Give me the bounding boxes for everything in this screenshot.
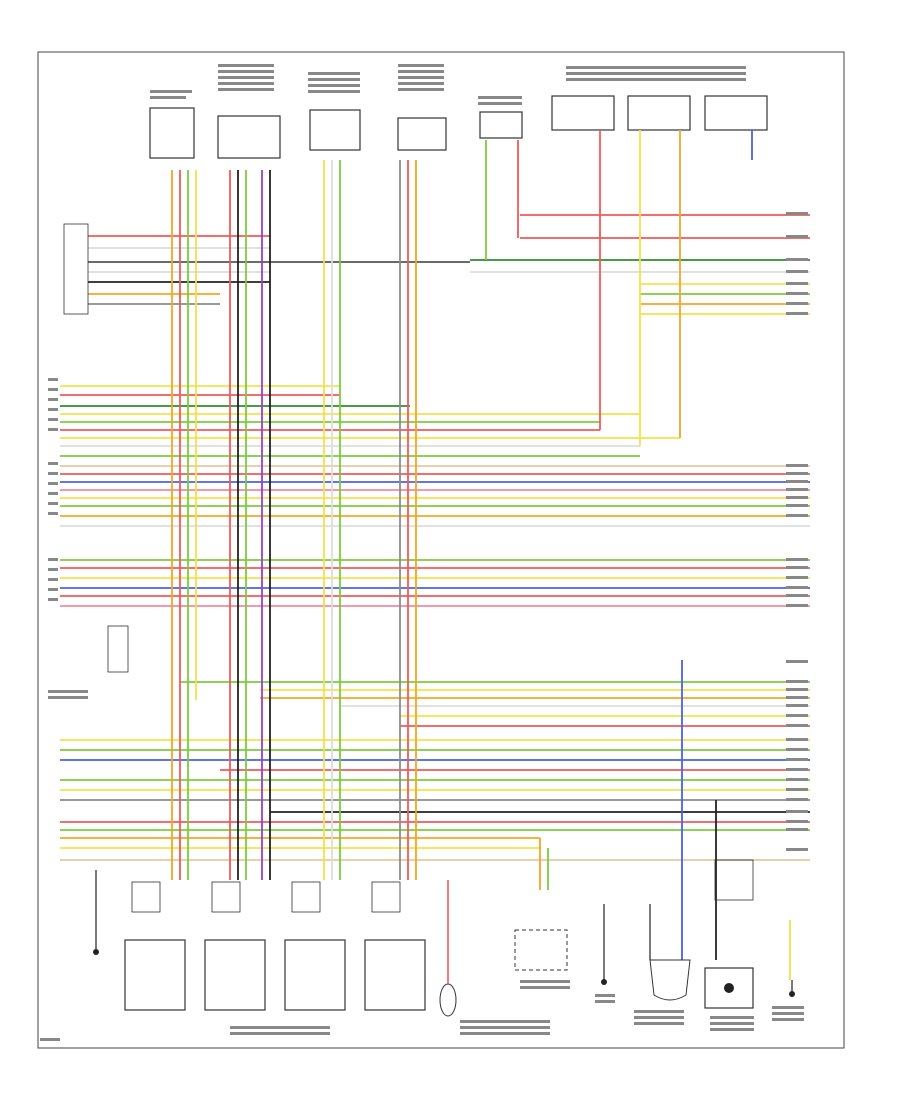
top-component-4 bbox=[397, 117, 447, 151]
bottom-component-6 bbox=[514, 929, 568, 971]
bottom-connector-5 bbox=[439, 880, 457, 1017]
right-labels bbox=[786, 212, 808, 851]
solenoid-1 bbox=[124, 881, 186, 1011]
top-components bbox=[149, 95, 768, 159]
top-component-2 bbox=[217, 115, 281, 159]
top-component-5 bbox=[479, 111, 523, 139]
solenoid-2 bbox=[204, 881, 266, 1011]
top-label-blocks bbox=[150, 64, 746, 105]
top-component-1 bbox=[149, 107, 195, 159]
left-connectors bbox=[48, 223, 129, 699]
bottom-component-8 bbox=[704, 859, 754, 1009]
captions-placeholder bbox=[40, 980, 804, 1041]
solenoid-4 bbox=[364, 881, 426, 1011]
ground-right-2 bbox=[789, 980, 795, 997]
transmission-sensor-group bbox=[551, 95, 768, 131]
solenoid-3 bbox=[284, 881, 346, 1011]
bottom-component-7 bbox=[649, 904, 691, 1001]
ground-left bbox=[93, 870, 99, 955]
horizontal-wires bbox=[60, 214, 810, 861]
diagram-frame bbox=[37, 51, 845, 1049]
vertical-wires bbox=[171, 130, 791, 980]
bottom-components bbox=[93, 859, 795, 1017]
ground-right-1 bbox=[601, 904, 607, 985]
top-component-3 bbox=[309, 109, 361, 151]
